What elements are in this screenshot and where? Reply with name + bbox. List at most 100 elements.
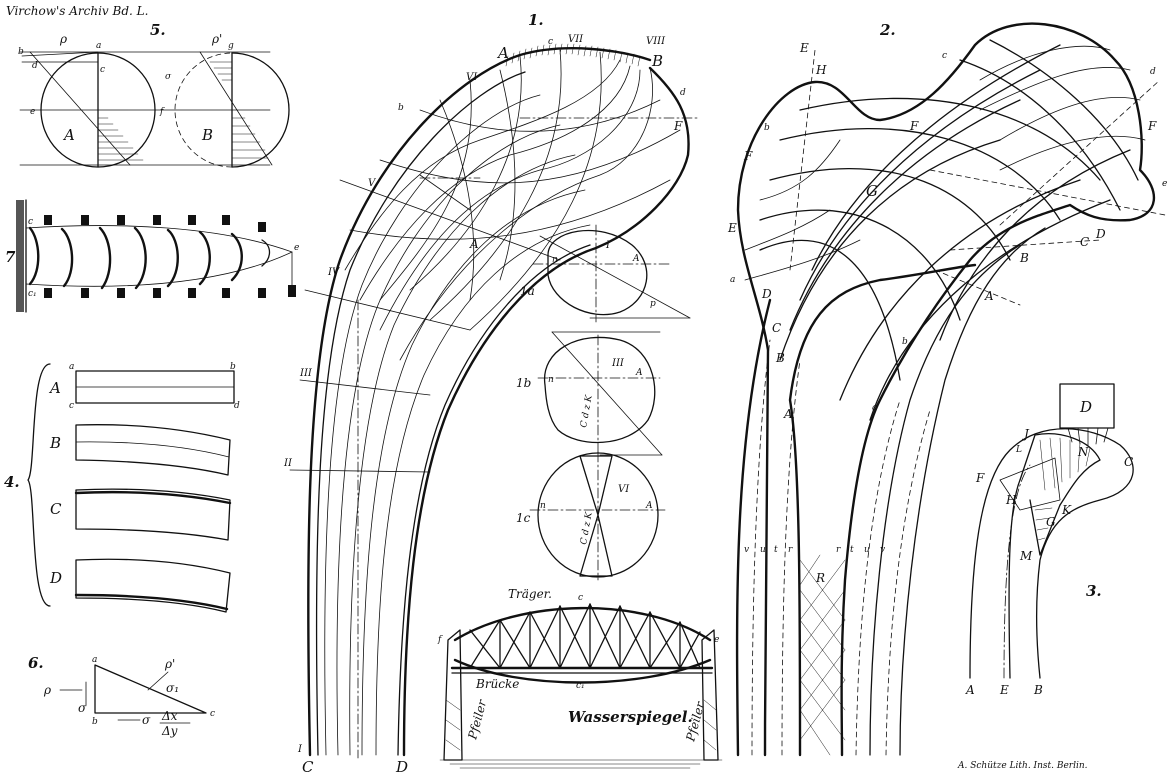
fig2-v-right: v [880, 545, 885, 555]
fig2-A1: A [984, 289, 994, 303]
fig3-B: B [1033, 683, 1043, 697]
fig2-C1: C [1080, 235, 1089, 249]
fig2-B: B [775, 351, 785, 365]
fig1-roman-VII: VII [568, 34, 584, 45]
fig2-H: H [815, 63, 827, 77]
fig3-G: G [1046, 515, 1056, 529]
fig6-rho: ρ [43, 683, 51, 697]
figure-2-femur: 2. [727, 21, 1167, 757]
fig1-A: A [496, 44, 509, 62]
fig6-b: b [92, 717, 98, 727]
lithographer-signature: A. Schütze Lith. Inst. Berlin. [957, 761, 1088, 771]
fig8-c: c [578, 593, 583, 603]
sec-1c-VI: VI [618, 484, 630, 495]
fig8-c1: c₁ [576, 681, 585, 691]
fig5-circle-B-solid-arc [231, 52, 290, 168]
fig1-roman-IV: IV [327, 267, 341, 278]
fig8-f: f [437, 635, 443, 645]
fig1-F: F [673, 119, 683, 133]
fig2-c1: c [942, 51, 947, 61]
fig4-number: 4. [4, 473, 20, 491]
fig6-dy: Δy [161, 724, 178, 738]
fig3-F: F [975, 471, 985, 485]
fig2-C: C [772, 321, 781, 335]
fig4-A-a: a [69, 362, 74, 372]
figure-4: 4. A a b c d B C D [4, 362, 240, 613]
fig6-c: c [210, 709, 215, 719]
sec-1b-III: III [611, 358, 625, 369]
fig5-rho: ρ [59, 32, 67, 46]
fig4-A-d: d [234, 401, 240, 411]
fig1-b: b [398, 103, 404, 113]
fig4-row-D: D [49, 569, 62, 587]
fig2-a1: a [730, 275, 735, 285]
sec-1a-n: n [552, 255, 558, 265]
fig5-a: a [96, 41, 101, 51]
fig1-roman-II: II [283, 458, 293, 469]
fig1-C: C [302, 758, 314, 776]
fig5-b: b [18, 47, 24, 57]
figure-7: 7. c c₁ e [5, 199, 299, 313]
fig3-H: H [1005, 493, 1017, 507]
sec-1a-p: p [650, 299, 656, 309]
fig3-N: N [1077, 445, 1089, 459]
fig1-c: c [548, 37, 553, 47]
figure-1-sections: 1a I A p n 1b III A n C d z K 1c VI A n … [516, 224, 691, 581]
fig4-row-C: C [50, 500, 62, 518]
sec-1c-n: n [540, 501, 546, 511]
fig3-number: 3. [1086, 582, 1102, 600]
fig2-D1: D [1095, 227, 1106, 241]
fig2-G: G [866, 182, 878, 200]
sec-1b-n: n [548, 375, 554, 385]
section-1c: 1c [516, 511, 531, 525]
fig6-sigma1: σ₁ [166, 681, 179, 695]
fig2-t-left: t [774, 545, 778, 555]
section-1a: 1a [520, 284, 535, 298]
fig3-C: C [1124, 455, 1133, 469]
fig2-A: A [783, 407, 793, 421]
fig5-sigma: σ [165, 72, 172, 82]
fig6-rho-prime: ρ' [164, 657, 175, 671]
fig4-row-A: A [48, 379, 61, 397]
fig2-F2: F [743, 149, 753, 163]
fig5-rho-prime: ρ' [211, 32, 222, 46]
fig8-e: e [714, 635, 719, 645]
sec-1a-I: I [605, 240, 611, 251]
fig3-D: D [1079, 398, 1092, 416]
fig7-wall [16, 200, 24, 312]
journal-header: Virchow's Archiv Bd. L. [6, 4, 148, 18]
fig5-number: 5. [150, 21, 166, 39]
figure-5: 5. ρ a ρ' g b d c σ e f [18, 21, 290, 168]
fig3-load-box [1059, 383, 1115, 429]
fig8-traeger: Träger. [508, 587, 552, 601]
fig2-v-left: v [744, 545, 749, 555]
fig1-B: B [651, 52, 663, 70]
fig8-bruecke: Brücke [475, 677, 519, 691]
sec-1b-formula: C d z K [579, 393, 595, 428]
fig2-u-left: u [760, 545, 766, 555]
fig2-D: D [761, 287, 772, 301]
fig5-B: B [201, 126, 213, 144]
fig2-b: b [902, 337, 908, 347]
fig7-c: c [28, 217, 33, 227]
figure-6: 6. a ρ' σ₁ ρ σ b σ c Δx Δy [28, 654, 215, 738]
fig6-a: a [92, 655, 97, 665]
fig2-F: F [909, 119, 919, 133]
fig3-A: A [965, 683, 975, 697]
fig1-roman-V: V [368, 178, 377, 189]
fig1-D: D [395, 758, 408, 776]
fig2-E1: E [799, 41, 809, 55]
sec-1a-A: A [632, 254, 640, 264]
fig7-e: e [294, 243, 299, 253]
fig6-dx: Δx [161, 709, 178, 723]
fig4-A-c: c [69, 401, 74, 411]
fig2-outline [736, 22, 1155, 757]
fig4-A-b: b [230, 362, 236, 372]
fig3-M: M [1019, 549, 1033, 563]
fig2-R: R [815, 571, 825, 585]
fig1-A1: A [469, 237, 479, 251]
section-1b: 1b [516, 376, 531, 390]
fig5-d: d [32, 61, 38, 71]
